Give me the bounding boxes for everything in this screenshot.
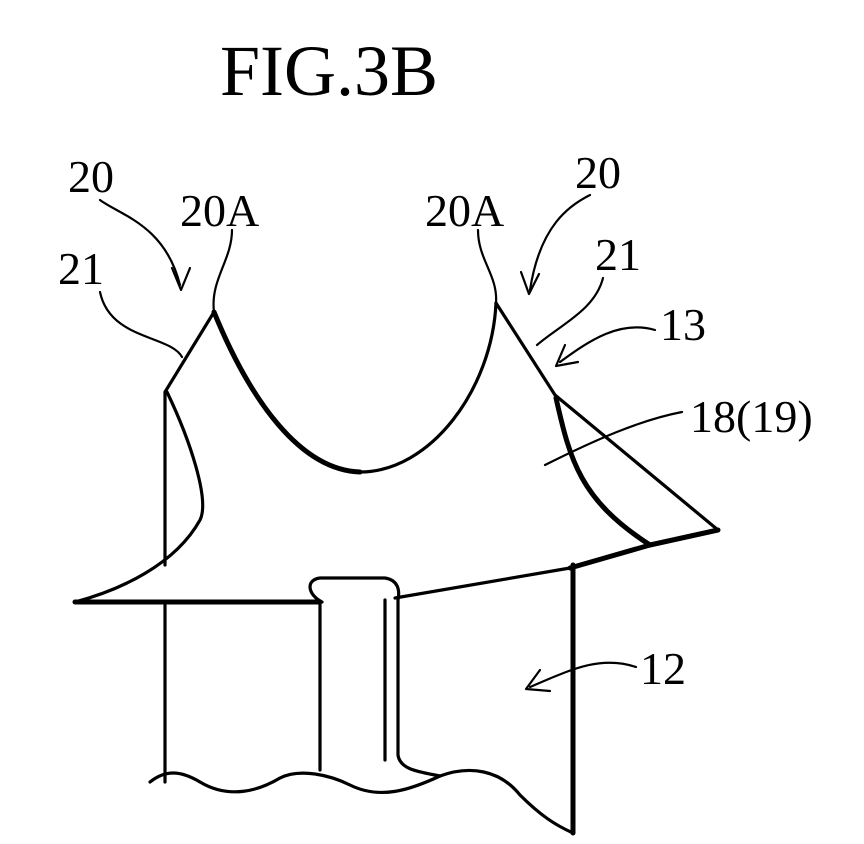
head-left-profile [165, 312, 214, 565]
leader-13 [560, 327, 655, 362]
label-20-right: 20 [575, 147, 621, 198]
base-line-right [570, 530, 718, 568]
label-13: 13 [660, 299, 706, 350]
head-right-flank [556, 398, 650, 545]
leader-20-left [100, 200, 180, 285]
arrowhead-20-right [521, 272, 539, 294]
shank [150, 565, 573, 833]
label-21-right: 21 [595, 229, 641, 280]
head-left-flank [75, 392, 203, 602]
base-line-mid [395, 568, 570, 598]
leader-21-right [537, 278, 603, 345]
label-21-left: 21 [58, 243, 104, 294]
label-20a-left: 20A [180, 185, 259, 236]
arrowhead-13 [556, 345, 578, 366]
label-18-19: 18(19) [690, 391, 813, 442]
leader-20a-right [478, 230, 496, 303]
flute-groove-outline [310, 578, 440, 776]
leader-21-left [100, 292, 182, 357]
label-20-left: 20 [68, 151, 114, 202]
cutting-edge-right [360, 303, 496, 472]
break-line [150, 770, 573, 833]
head-right-profile [496, 303, 555, 395]
label-20a-right: 20A [425, 185, 504, 236]
leader-12 [530, 663, 636, 687]
figure-title: FIG.3B [220, 31, 438, 111]
leader-20a-left [214, 230, 232, 312]
label-12: 12 [640, 643, 686, 694]
cutting-edge-left [214, 312, 360, 472]
